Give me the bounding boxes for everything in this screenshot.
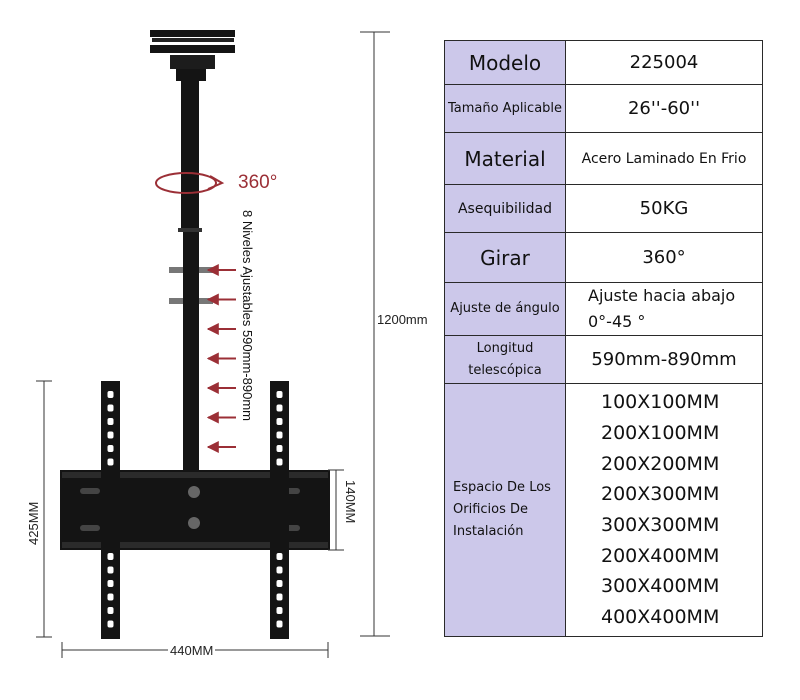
hole-pattern-item: 400X400MM <box>601 606 720 629</box>
spec-value-line2: 0°-45 ° <box>588 312 646 331</box>
mount-drawing <box>36 30 390 658</box>
arm-slot <box>107 404 114 412</box>
spec-row-longitud: Longitud telescópica 590mm-890mm <box>444 335 763 384</box>
rotation-label: 360° <box>238 172 278 193</box>
dimension-lines <box>36 31 390 658</box>
spec-row-espacio: Espacio De Los Orificios De Instalación … <box>444 383 763 637</box>
arm-slot <box>276 431 283 439</box>
telescopic-pole <box>169 78 213 472</box>
spec-value: Ajuste hacia abajo 0°-45 ° <box>565 282 763 336</box>
arm-slot <box>276 391 283 398</box>
spec-key: Ajuste de ángulo <box>444 282 566 336</box>
arm-slot <box>276 418 283 425</box>
hole-pattern-item: 300X300MM <box>601 514 720 536</box>
hole-pattern-item: 200X400MM <box>601 544 720 567</box>
spec-row-asequibilidad: Asequibilidad 50KG <box>444 184 763 233</box>
arm-slot <box>276 620 283 628</box>
arm-slot <box>107 458 114 466</box>
spec-key: Espacio De Los Orificios De Instalación <box>444 383 566 637</box>
arm-slot <box>107 620 114 628</box>
arm-slot <box>276 580 283 587</box>
hole-pattern-item: 200X100MM <box>601 421 720 444</box>
arm-slot <box>107 593 114 601</box>
spec-row-material: Material Acero Laminado En Frio <box>444 132 763 185</box>
hole-pattern-item: 200X300MM <box>601 483 720 506</box>
arm-slot <box>107 580 114 587</box>
arm-slot <box>276 566 283 574</box>
arm-slot <box>276 593 283 601</box>
hole-pattern-item: 200X200MM <box>601 452 720 475</box>
rotation-arrow-icon <box>155 172 225 194</box>
arm-slot <box>107 445 114 452</box>
bar-height-label: 140MM <box>343 480 358 524</box>
arm-slot <box>107 566 114 574</box>
levels-label: 8 Niveles Ajustables 590mm-890mm <box>240 210 255 421</box>
spec-value: 590mm-890mm <box>565 335 763 384</box>
spec-row-modelo: Modelo 225004 <box>444 40 763 85</box>
spec-key: Material <box>444 132 566 185</box>
spec-value: 26''-60'' <box>565 84 763 133</box>
spec-value: Acero Laminado En Frio <box>565 132 763 185</box>
hole-pattern-item: 300X400MM <box>601 575 720 598</box>
arm-slot <box>276 445 283 452</box>
arm-slot <box>276 607 283 614</box>
vertical-tv-arms <box>101 381 289 639</box>
plate-height-label: 425MM <box>26 501 41 545</box>
arm-slot <box>107 431 114 439</box>
spec-row-ajuste: Ajuste de ángulo Ajuste hacia abajo 0°-4… <box>444 282 763 336</box>
spec-value: 50KG <box>565 184 763 233</box>
mount-diagram: 360° 8 Niveles Ajustables 590mm-890mm 12… <box>26 30 428 658</box>
width-label: 440MM <box>168 643 216 658</box>
arm-slot <box>276 458 283 466</box>
arm-slot <box>107 391 114 398</box>
spec-key: Tamaño Aplicable <box>444 84 566 133</box>
spec-value-line1: Ajuste hacia abajo <box>588 286 736 305</box>
spec-row-girar: Girar 360° <box>444 232 763 283</box>
spec-row-tamano: Tamaño Aplicable 26''-60'' <box>444 84 763 133</box>
arm-slot <box>107 607 114 614</box>
hole-pattern-item: 100X100MM <box>601 391 720 414</box>
horizontal-bracket <box>60 470 330 550</box>
spec-value: 100X100MM 200X100MM 200X200MM 200X300MM 300X… <box>565 383 763 637</box>
ceiling-plate <box>150 30 235 81</box>
arm-slot <box>276 553 283 560</box>
arm-slot <box>107 553 114 560</box>
arm-slot <box>107 418 114 425</box>
height-label: 1200mm <box>377 312 428 327</box>
spec-table: Modelo 225004 Tamaño Aplicable 26''-60''… <box>444 40 763 637</box>
hole-pattern-list: 100X100MM 200X100MM 200X200MM 200X300MM 300X… <box>566 387 762 633</box>
arm-slot <box>276 404 283 412</box>
spec-key: Girar <box>444 232 566 283</box>
spec-value: 360° <box>565 232 763 283</box>
spec-key: Asequibilidad <box>444 184 566 233</box>
spec-key: Modelo <box>444 40 566 85</box>
spec-key: Longitud telescópica <box>444 335 566 384</box>
spec-value: 225004 <box>565 40 763 85</box>
